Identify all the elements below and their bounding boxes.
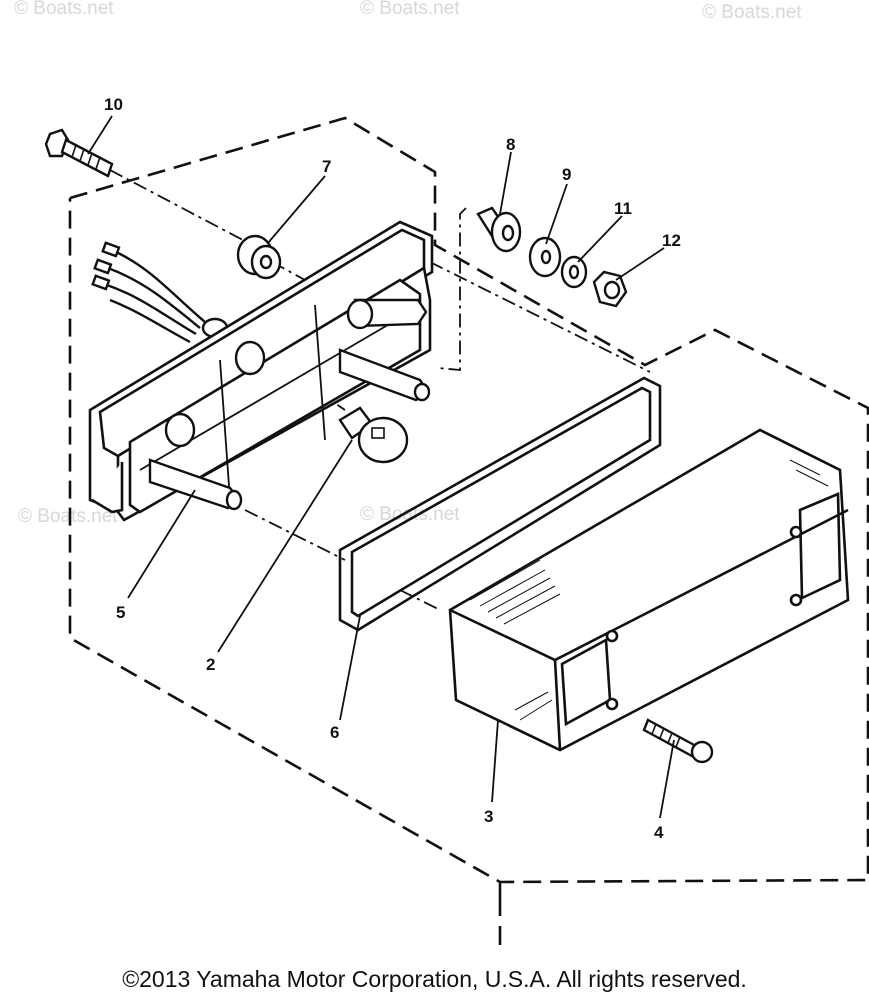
wire-harness [91,241,229,344]
part-2-bulb [338,406,409,464]
part-8-collar [476,206,522,253]
socket-lower-left [148,340,266,511]
part-label-5: 5 [116,603,125,622]
assembly-boundary [68,116,869,945]
socket-upper-right [338,298,431,402]
part-label-7: 7 [322,157,331,176]
part-10-screw [44,128,114,178]
callout-lines [87,115,675,819]
part-7-grommet [236,234,282,280]
part-4-screw [642,718,714,764]
part-label-6: 6 [330,723,339,742]
part-label-10: 10 [104,95,123,114]
part-3-lens [448,428,850,752]
part-label-4: 4 [654,823,664,842]
part-label-2: 2 [206,655,215,674]
watermark: © Boats.net [702,2,802,23]
part-11-lock-washer [560,255,588,289]
part-12-nut [592,270,628,308]
part-label-3: 3 [484,807,493,826]
part-label-11: 11 [614,199,632,218]
watermark: © Boats.net [14,0,114,19]
part-label-8: 8 [506,135,515,154]
part-label-9: 9 [562,165,571,184]
watermark: © Boats.net [360,0,460,19]
part-6-gasket [338,376,662,632]
part-labels: 10 7 8 9 11 12 5 2 6 3 4 [104,95,681,842]
part-label-12: 12 [662,231,681,250]
watermark: © Boats.net [18,506,118,527]
part-9-washer [528,236,562,278]
copyright-notice: ©2013 Yamaha Motor Corporation, U.S.A. A… [122,966,747,992]
watermark: © Boats.net [360,504,460,525]
